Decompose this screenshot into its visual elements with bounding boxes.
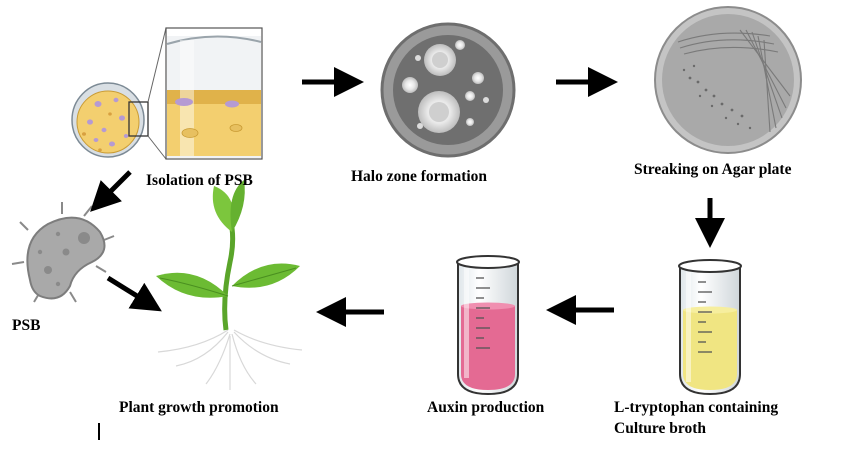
isolation-petri-dish-icon [71,27,167,160]
streaking-agar-plate-icon [654,6,802,154]
label-isolation-of-psb: Isolation of PSB [146,172,253,189]
label-tryptophan-line-2: Culture broth [614,420,707,437]
zoomed-dish-section-icon [165,27,263,160]
label-tryptophan-line-1: L-tryptophan containing [614,399,779,416]
arrow-isolation-to-psb [90,170,132,212]
label-psb: PSB [12,317,41,334]
label-halo-zone-formation: Halo zone formation [351,168,488,185]
text-cursor [98,423,100,440]
halo-zone-plate-icon [380,22,516,158]
label-plant-growth-promotion: Plant growth promotion [119,399,279,416]
label-auxin-production: Auxin production [427,399,545,416]
plant-sprout-icon [156,180,303,390]
auxin-test-tube-icon [456,255,520,396]
arrow-psb-to-plant [106,275,162,312]
label-streaking-on-agar-plate: Streaking on Agar plate [634,161,792,178]
tryptophan-broth-tube-icon [678,259,742,396]
psb-bacterium-icon [11,202,115,303]
